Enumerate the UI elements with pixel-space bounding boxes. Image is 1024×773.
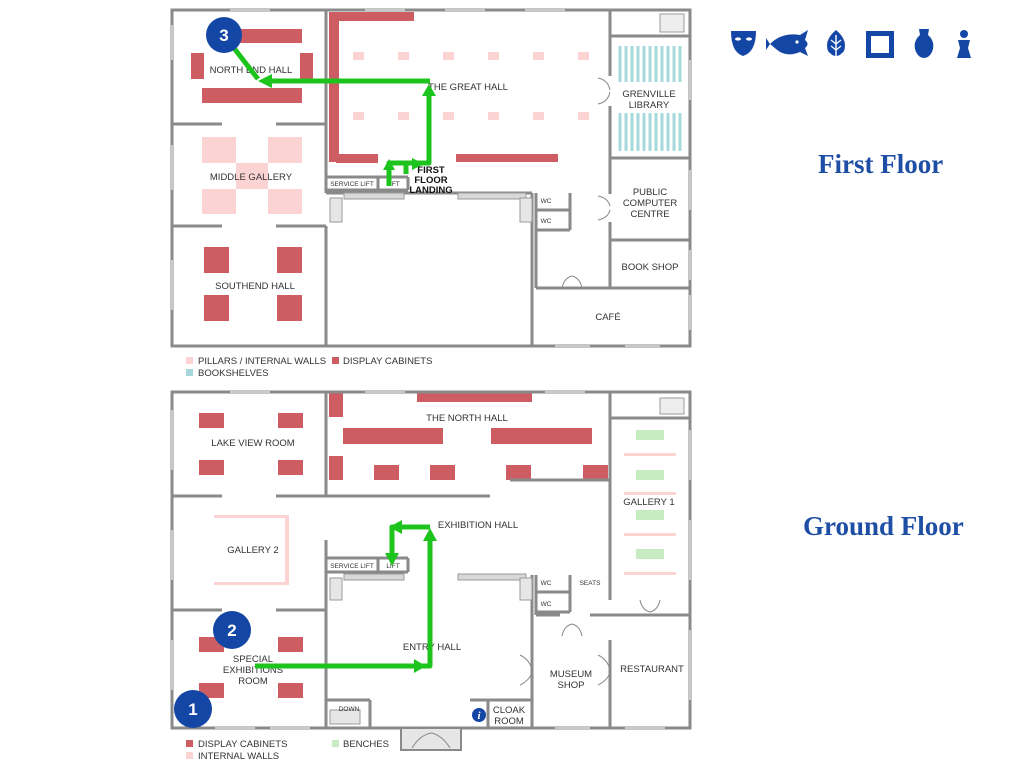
room-label-gallery-1: GALLERY 1 [623, 497, 674, 508]
first-floor-pillars [202, 52, 589, 214]
frame-icon [866, 31, 894, 58]
room-label-museum-shop-1: MUSEUM [550, 669, 592, 680]
room-label-cloak-room-2: ROOM [494, 716, 524, 727]
room-label-service-lift: SERVICE LIFT [330, 181, 374, 188]
room-label-book-shop: BOOK SHOP [621, 262, 678, 273]
legend-internal-walls: INTERNAL WALLS [198, 751, 279, 762]
first-floor-legend: PILLARS / INTERNAL WALLS DISPLAY CABINET… [186, 356, 432, 379]
room-label-cafe: CAFÉ [595, 312, 620, 323]
first-floor-windows [171, 9, 691, 347]
first-floor-title: First Floor [818, 149, 944, 179]
room-label-wc-ground-2: WC [541, 601, 552, 608]
room-label-gallery-2: GALLERY 2 [227, 545, 278, 556]
ground-floor-plan: THE NORTH HALL LAKE VIEW ROOM GALLERY 1 … [170, 390, 692, 762]
grenville-bookshelves [618, 46, 682, 151]
legend-bookshelves: BOOKSHELVES [198, 368, 269, 379]
route-marker-3-label: 3 [219, 26, 228, 45]
room-label-computer-centre-2: COMPUTER [623, 198, 678, 209]
room-label-middle-gallery: MIDDLE GALLERY [210, 172, 293, 183]
room-label-grenville-library-1: GRENVILLE [622, 89, 675, 100]
leaf-icon [827, 30, 845, 58]
room-label-exhibition-hall: EXHIBITION HALL [438, 520, 518, 531]
vase-icon [914, 29, 934, 58]
fish-icon [766, 30, 808, 56]
header-icons [731, 29, 971, 58]
room-label-special-exhibitions-3: ROOM [238, 676, 268, 687]
room-label-down: DOWN [339, 706, 360, 713]
route-marker-1: 1 [174, 690, 212, 728]
route-marker-2: 2 [213, 611, 251, 649]
room-label-computer-centre-1: PUBLIC [633, 187, 667, 198]
room-label-cloak-room-1: CLOAK [493, 705, 526, 716]
room-label-wc-2: WC [541, 218, 552, 225]
ground-floor-stairs [329, 397, 685, 751]
first-floor-cabinets [191, 12, 558, 321]
room-label-lift-ground: LIFT [386, 563, 399, 570]
ground-floor-doors [411, 599, 661, 749]
ground-floor-route-arrowheads [385, 520, 437, 673]
gallery-1-benches [636, 430, 664, 559]
room-label-service-lift-ground: SERVICE LIFT [330, 563, 374, 570]
info-icon-letter: i [477, 710, 481, 722]
room-label-restaurant: RESTAURANT [620, 664, 684, 675]
ground-floor-labels: THE NORTH HALL LAKE VIEW ROOM GALLERY 1 … [211, 413, 684, 727]
mask-icon [731, 31, 756, 56]
route-marker-1-label: 1 [188, 700, 197, 719]
ground-floor-internal-walls [214, 453, 676, 585]
room-label-landing-2: FLOOR [414, 175, 447, 186]
room-label-grenville-library-2: LIBRARY [629, 100, 670, 111]
room-label-wc-ground-1: WC [541, 580, 552, 587]
room-label-special-exhibitions-1: SPECIAL [233, 654, 273, 665]
legend-pillars: PILLARS / INTERNAL WALLS [198, 356, 326, 367]
room-label-landing-3: LANDING [409, 185, 452, 196]
room-label-museum-shop-2: SHOP [558, 680, 585, 691]
room-label-north-hall: THE NORTH HALL [426, 413, 508, 424]
route-marker-3: 3 [206, 17, 242, 53]
ground-floor-title: Ground Floor [803, 511, 964, 541]
ground-floor-windows [171, 391, 691, 729]
route-marker-2-label: 2 [227, 621, 236, 640]
room-label-wc-1: WC [541, 198, 552, 205]
room-label-lake-view-room: LAKE VIEW ROOM [211, 438, 294, 449]
first-floor-plan: NORTH END HALL THE GREAT HALL GRENVILLE … [170, 8, 692, 379]
room-label-southend-hall: SOUTHEND HALL [215, 281, 295, 292]
legend-display-cabinets-ground: DISPLAY CABINETS [198, 739, 287, 750]
room-label-seats: SEATS [580, 580, 601, 587]
first-floor-route [228, 41, 432, 186]
legend-benches: BENCHES [343, 739, 389, 750]
first-floor-doors [561, 77, 611, 289]
room-label-special-exhibitions-2: EXHIBITIONS [223, 665, 283, 676]
info-icon [472, 708, 486, 722]
room-label-landing-1: FIRST [417, 165, 445, 176]
room-label-computer-centre-3: CENTRE [630, 209, 669, 220]
first-floor-stairs [329, 13, 685, 223]
room-label-lift: LIFT [386, 181, 399, 188]
statue-icon [957, 30, 971, 58]
ground-floor-legend: DISPLAY CABINETS INTERNAL WALLS BENCHES [186, 739, 389, 762]
room-label-great-hall: THE GREAT HALL [428, 82, 508, 93]
legend-display-cabinets: DISPLAY CABINETS [343, 356, 432, 367]
